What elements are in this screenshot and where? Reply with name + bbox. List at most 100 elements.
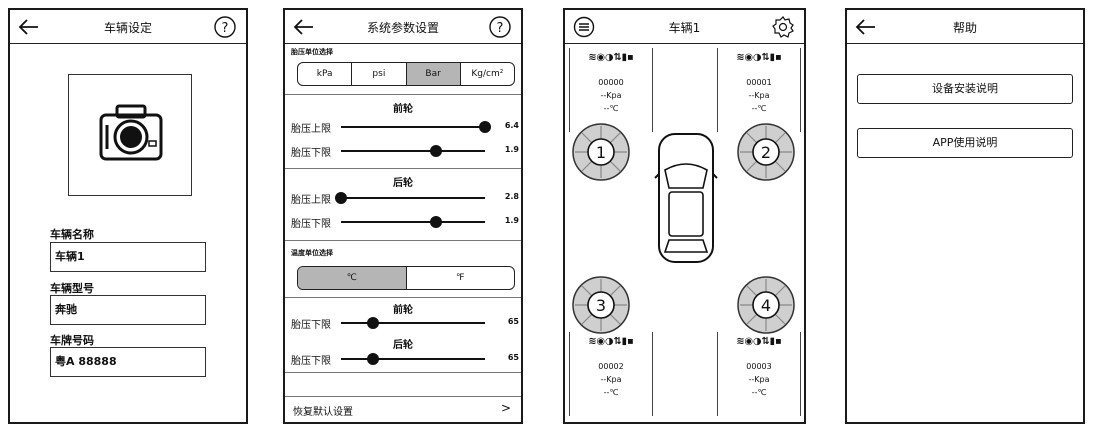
car-top-view-icon	[653, 130, 719, 266]
pressure-unit-kpa[interactable]: kPa	[298, 63, 353, 85]
rear-pressure-lower-row: 胎压下限 1.9	[291, 215, 519, 230]
tire-wheel-4[interactable]: 4	[736, 275, 796, 335]
tire-info-4[interactable]: ≋◉◑⇅▮▪ 00003 --Kpa --℃	[717, 332, 801, 416]
divider	[285, 240, 521, 241]
svg-text:≋◉◑⇅▮▪: ≋◉◑⇅▮▪	[736, 336, 781, 347]
pressure-unit-psi[interactable]: psi	[352, 63, 407, 85]
slider-track[interactable]	[341, 145, 485, 157]
slider-value: 6.4	[504, 121, 519, 130]
back-arrow-icon[interactable]	[293, 16, 315, 38]
slider-knob[interactable]	[430, 145, 443, 157]
vehicle-name-input[interactable]: 车辆1	[50, 242, 206, 272]
slider-label: 胎压下限	[291, 320, 331, 331]
install-guide-button[interactable]: 设备安装说明	[857, 74, 1073, 104]
tire-id: 00002	[598, 362, 624, 371]
header: 车辆1	[565, 10, 804, 44]
slider-knob[interactable]	[430, 216, 443, 228]
divider	[285, 372, 521, 373]
vehicle-photo-picker[interactable]	[68, 74, 192, 196]
slider-value: 65	[507, 353, 519, 362]
svg-text:?: ?	[497, 21, 504, 36]
slider-value: 65	[507, 317, 519, 326]
header: 系统参数设置 ?	[285, 10, 521, 44]
tire-id: 00001	[746, 78, 772, 87]
rear-temp-lower-row: 胎压下限 65	[291, 352, 519, 367]
back-arrow-icon[interactable]	[855, 16, 877, 38]
svg-text:≋◉◑⇅▮▪: ≋◉◑⇅▮▪	[588, 52, 633, 63]
pressure-unit-section-label: 胎压单位选择	[291, 48, 333, 56]
slider-track[interactable]	[341, 121, 491, 133]
tire-wheel-1[interactable]: 1	[571, 122, 631, 182]
slider-label: 胎压下限	[291, 219, 331, 230]
tire-number: 3	[596, 296, 606, 315]
front-pressure-upper-row: 胎压上限 6.4	[291, 120, 519, 135]
divider	[285, 297, 521, 298]
question-circle-icon[interactable]: ?	[488, 15, 512, 39]
app-guide-button[interactable]: APP使用说明	[857, 128, 1073, 158]
vehicle-name-label: 车辆名称	[50, 228, 94, 241]
tire-info-2[interactable]: ≋◉◑⇅▮▪ 00001 --Kpa --℃	[717, 48, 801, 132]
vehicle-model-label: 车辆型号	[50, 282, 94, 295]
restore-defaults-row[interactable]: 恢复默认设置 >	[285, 396, 521, 422]
vehicle-model-input[interactable]: 奔驰	[50, 295, 206, 325]
tire-wheel-2[interactable]: 2	[736, 122, 796, 182]
tire-status-icons: ≋◉◑⇅▮▪	[570, 332, 652, 348]
page-title: 车辆1	[668, 21, 701, 35]
slider-knob[interactable]	[366, 317, 379, 329]
vehicle-settings-screen: 车辆设定 ? 车辆名称 车辆1 车辆型号 奔驰 车牌号码 粤A 88888	[8, 8, 248, 424]
restore-defaults-label: 恢复默认设置	[293, 407, 353, 418]
tire-temp: --℃	[751, 104, 767, 113]
pressure-unit-selector: kPa psi Bar Kg/cm²	[297, 62, 515, 86]
tire-status-icons: ≋◉◑⇅▮▪	[570, 48, 652, 64]
tire-pressure: --Kpa	[748, 375, 770, 384]
slider-label: 胎压上限	[291, 124, 331, 135]
tire-status-icons: ≋◉◑⇅▮▪	[718, 332, 800, 348]
camera-icon	[97, 101, 165, 163]
page-title: 帮助	[952, 21, 977, 35]
chevron-right-icon: >	[500, 401, 511, 415]
page-title: 车辆设定	[103, 21, 152, 35]
pressure-unit-bar[interactable]: Bar	[406, 63, 461, 85]
tire-info-3[interactable]: ≋◉◑⇅▮▪ 00002 --Kpa --℃	[569, 332, 653, 416]
slider-track[interactable]	[341, 353, 485, 365]
temp-unit-section-label: 温度单位选择	[291, 249, 333, 257]
tire-temp: --℃	[751, 388, 767, 397]
slider-knob[interactable]	[335, 192, 347, 204]
slider-track[interactable]	[335, 192, 485, 204]
front-pressure-lower-row: 胎压下限 1.9	[291, 144, 519, 159]
temp-rear-wheel-title: 后轮	[393, 340, 413, 351]
pressure-unit-kgcm2[interactable]: Kg/cm²	[471, 69, 504, 79]
slider-value: 2.8	[504, 192, 519, 201]
page-title: 系统参数设置	[366, 21, 439, 35]
tire-number: 4	[761, 296, 771, 315]
slider-value: 1.9	[504, 145, 519, 154]
temp-unit-celsius[interactable]: ℃	[298, 267, 407, 289]
slider-label: 胎压上限	[291, 195, 331, 206]
tire-info-1[interactable]: ≋◉◑⇅▮▪ 00000 --Kpa --℃	[569, 48, 653, 132]
tire-number: 1	[596, 143, 606, 162]
slider-knob[interactable]	[366, 353, 379, 365]
tire-wheel-3[interactable]: 3	[571, 275, 631, 335]
tire-status-icons: ≋◉◑⇅▮▪	[718, 48, 800, 64]
svg-text:?: ?	[222, 21, 229, 36]
temp-front-wheel-title: 前轮	[393, 305, 413, 316]
temp-unit-fahrenheit[interactable]: ℉	[455, 273, 465, 283]
gear-icon[interactable]	[771, 15, 795, 39]
slider-value: 1.9	[504, 216, 519, 225]
rear-wheel-title: 后轮	[393, 178, 413, 189]
svg-text:≋◉◑⇅▮▪: ≋◉◑⇅▮▪	[588, 336, 633, 347]
plate-number-input[interactable]: 粤A 88888	[50, 347, 206, 377]
slider-track[interactable]	[341, 317, 485, 329]
slider-label: 胎压下限	[291, 148, 331, 159]
rear-pressure-upper-row: 胎压上限 2.8	[291, 191, 519, 206]
question-circle-icon[interactable]: ?	[213, 15, 237, 39]
slider-knob[interactable]	[479, 121, 491, 133]
slider-label: 胎压下限	[291, 356, 331, 367]
slider-track[interactable]	[341, 216, 485, 228]
vehicle-tire-view-screen: 车辆1 ≋◉◑⇅▮▪ 00000 --Kpa --℃ ≋◉◑⇅▮▪ 00001 …	[563, 8, 806, 424]
tire-number: 2	[761, 143, 771, 162]
back-arrow-icon[interactable]	[18, 16, 40, 38]
menu-circle-icon[interactable]	[573, 16, 595, 38]
divider	[285, 168, 521, 169]
divider	[285, 94, 521, 95]
